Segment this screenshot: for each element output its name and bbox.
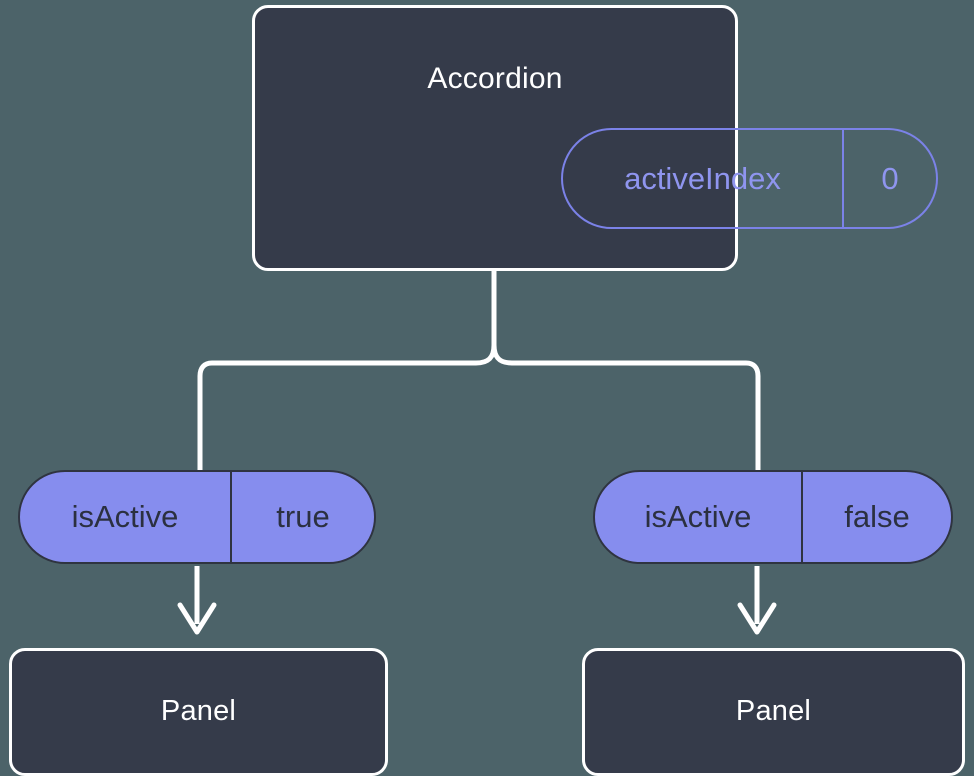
- arrow-head-left: [177, 602, 217, 635]
- accordion-state-key: activeIndex: [563, 130, 844, 227]
- panel-node-right[interactable]: Panel: [582, 648, 965, 776]
- arrow-head-right: [737, 602, 777, 635]
- panel-node-right-title: Panel: [735, 695, 812, 727]
- prop-pill-is-active-false[interactable]: isActive false: [593, 470, 953, 564]
- panel-node-left[interactable]: Panel: [9, 648, 388, 776]
- accordion-state-pill[interactable]: activeIndex 0: [561, 128, 938, 229]
- panel-node-left-title: Panel: [160, 695, 237, 727]
- accordion-node-title: Accordion: [427, 62, 563, 95]
- prop-pill-left-key: isActive: [20, 472, 232, 562]
- fork-branch-right: [491, 268, 761, 473]
- fork-branch-left: [197, 268, 497, 473]
- prop-pill-left-value: true: [276, 499, 330, 534]
- prop-pill-right-value: false: [844, 499, 910, 534]
- accordion-node[interactable]: Accordion activeIndex 0: [252, 5, 938, 271]
- accordion-state-value: 0: [881, 160, 899, 196]
- prop-pill-is-active-true[interactable]: isActive true: [18, 470, 376, 564]
- prop-pill-right-key: isActive: [595, 472, 803, 562]
